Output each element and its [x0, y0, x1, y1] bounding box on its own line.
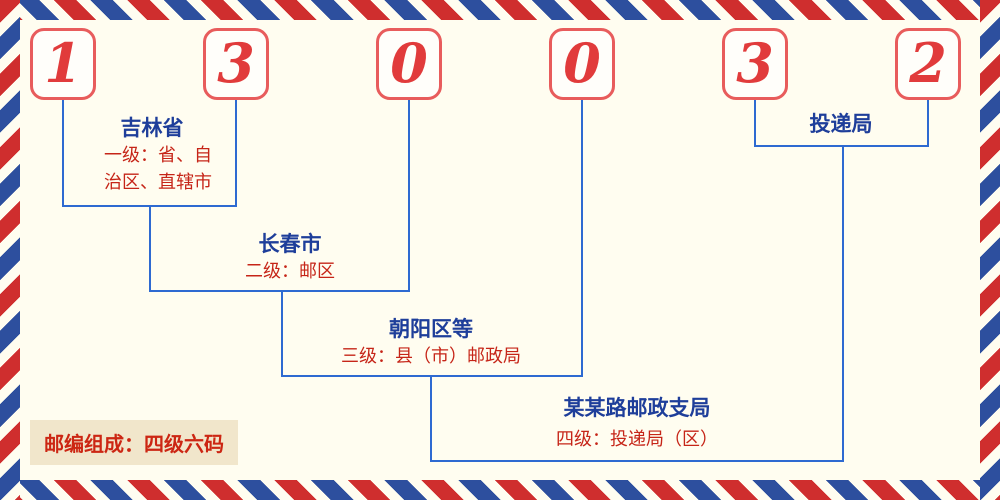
connector-line: [62, 100, 64, 207]
postal-digit-box-3: 0: [376, 28, 442, 100]
level3-desc: 三级：县（市）邮政局: [341, 346, 521, 367]
level4-title: 某某路邮政支局: [563, 396, 711, 420]
level2-desc: 二级：邮区: [245, 261, 335, 282]
postal-digit: 0: [390, 31, 428, 95]
level1-desc-line1: 一级：省、自: [104, 145, 212, 166]
connector-line: [408, 100, 410, 292]
connector-line: [581, 100, 583, 377]
level1-desc: 一级：省、自 治区、直辖市: [104, 142, 212, 196]
level3-title: 朝阳区等: [389, 317, 473, 341]
postal-digit: 3: [736, 31, 774, 95]
connector-line: [281, 290, 283, 377]
connector-line: [149, 290, 410, 292]
connector-line: [430, 460, 844, 462]
postal-digit-box-2: 3: [203, 28, 269, 100]
postal-digit: 2: [909, 31, 947, 95]
airmail-stripe-border-top: [0, 0, 1000, 20]
connector-line: [754, 145, 929, 147]
level2-title: 长春市: [258, 232, 322, 256]
connector-line: [235, 100, 237, 207]
postal-digit: 1: [44, 31, 82, 95]
postal-digit: 0: [563, 31, 601, 95]
connector-line: [754, 100, 756, 147]
postal-digit: 3: [217, 31, 255, 95]
connector-line: [149, 205, 151, 292]
postal-digit-box-5: 3: [722, 28, 788, 100]
postal-digit-box-6: 2: [895, 28, 961, 100]
connector-line: [927, 100, 929, 147]
level1-title: 吉林省: [120, 116, 184, 140]
postal-digit-box-1: 1: [30, 28, 96, 100]
airmail-stripe-border-left: [0, 0, 20, 500]
level1-desc-line2: 治区、直辖市: [104, 172, 212, 193]
footer-note: 邮编组成：四级六码: [30, 420, 238, 465]
connector-line: [281, 375, 583, 377]
connector-line: [430, 375, 432, 462]
level4-desc: 四级：投递局（区）: [556, 429, 718, 450]
delivery-title: 投递局: [809, 112, 873, 136]
postal-digit-box-4: 0: [549, 28, 615, 100]
connector-line: [842, 145, 844, 462]
airmail-stripe-border-right: [980, 0, 1000, 500]
airmail-stripe-border-bottom: [0, 480, 1000, 500]
